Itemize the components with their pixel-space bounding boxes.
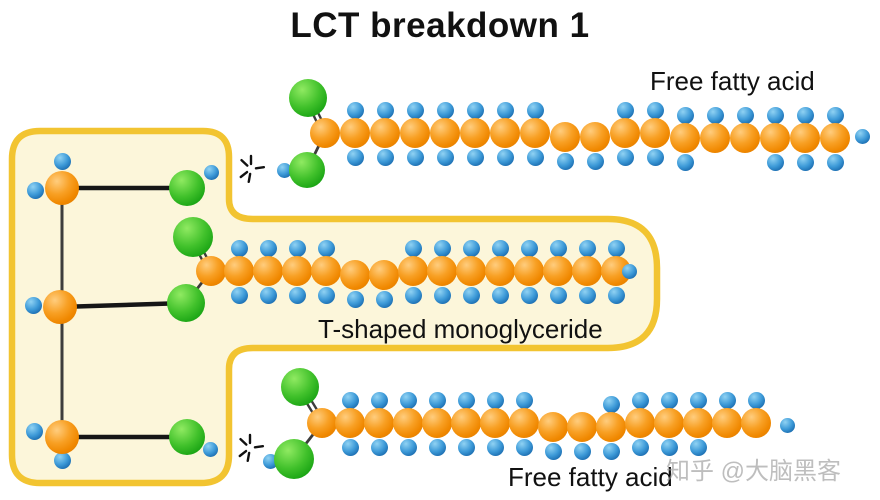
label-free-fatty-acid-top: Free fatty acid: [650, 66, 815, 96]
cleavage-spark-icon: [238, 449, 248, 458]
bond-line: [57, 300, 189, 310]
cleavage-spark-icon: [246, 451, 251, 463]
cleavage-spark-icon: [240, 158, 249, 167]
cleavage-spark-icon: [247, 172, 252, 184]
label-t-shaped-monoglyceride: T-shaped monoglyceride: [318, 314, 603, 344]
diagram-title: LCT breakdown 1: [290, 6, 590, 45]
cleavage-spark-icon: [253, 444, 265, 449]
cleavage-spark-icon: [239, 437, 248, 446]
label-free-fatty-acid-bottom: Free fatty acid: [508, 462, 673, 492]
watermark-text: 知乎 @大脑黑客: [666, 458, 842, 485]
cleavage-spark-icon: [254, 165, 266, 170]
bond-line: [305, 131, 327, 172]
cleavage-spark-icon: [239, 170, 249, 179]
cleavage-spark-icons: [238, 154, 266, 463]
bond-line: [292, 421, 324, 461]
double-bond-line: [296, 387, 321, 426]
double-bond-line: [301, 384, 326, 423]
